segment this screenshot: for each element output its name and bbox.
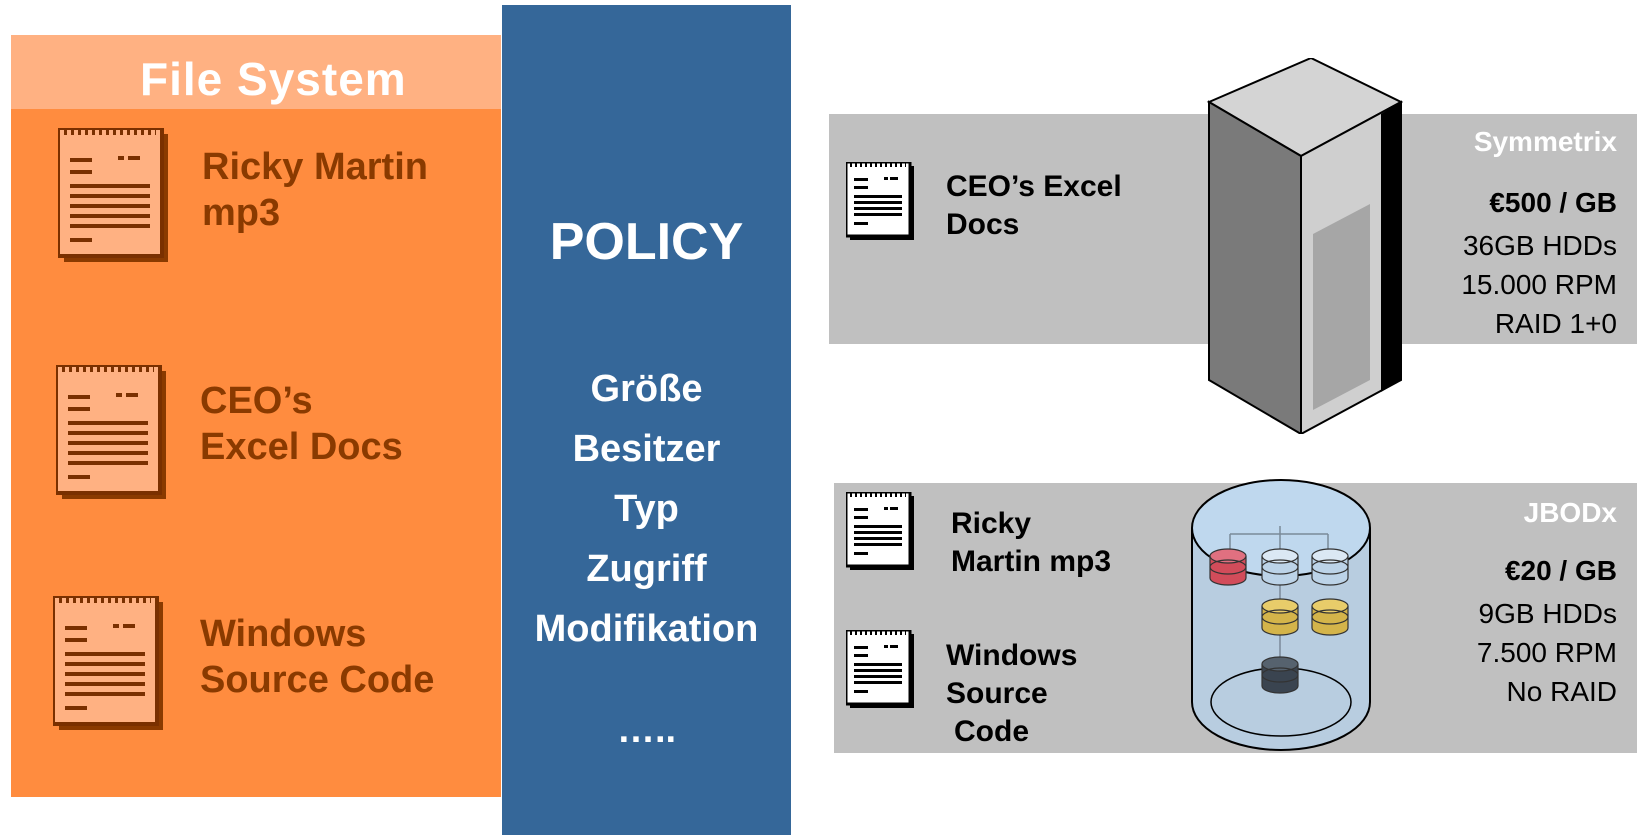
policy-criterion: Typ <box>614 488 679 530</box>
jbod-price: €20 / GB <box>1504 555 1617 586</box>
policy-ellipsis: ….. <box>616 709 677 751</box>
jbod-name: JBODx <box>1523 497 1617 528</box>
disk-array-cylinder-icon <box>1191 479 1371 751</box>
file-system-title: File System <box>140 53 407 105</box>
document-icon <box>53 596 169 732</box>
file-system-header <box>11 35 501 109</box>
document-icon <box>58 128 174 264</box>
jbod-specs: 9GB HDDs 7.500 RPM No RAID <box>1476 598 1617 707</box>
symmetrix-name: Symmetrix <box>1473 126 1617 157</box>
document-icon <box>56 365 172 501</box>
policy-title: POLICY <box>549 213 744 271</box>
document-icon <box>846 492 916 572</box>
policy-criterion: Besitzer <box>572 428 721 470</box>
policy-panel <box>502 5 791 835</box>
policy-criterion: Zugriff <box>586 548 707 590</box>
policy-criterion: Größe <box>590 368 703 410</box>
server-cabinet-icon <box>1206 58 1404 434</box>
policy-criterion: Modifikation <box>534 608 759 650</box>
document-icon <box>846 630 916 710</box>
symmetrix-specs: 36GB HDDs 15.000 RPM RAID 1+0 <box>1461 230 1617 339</box>
document-icon <box>846 162 916 242</box>
symmetrix-price: €500 / GB <box>1489 187 1617 218</box>
